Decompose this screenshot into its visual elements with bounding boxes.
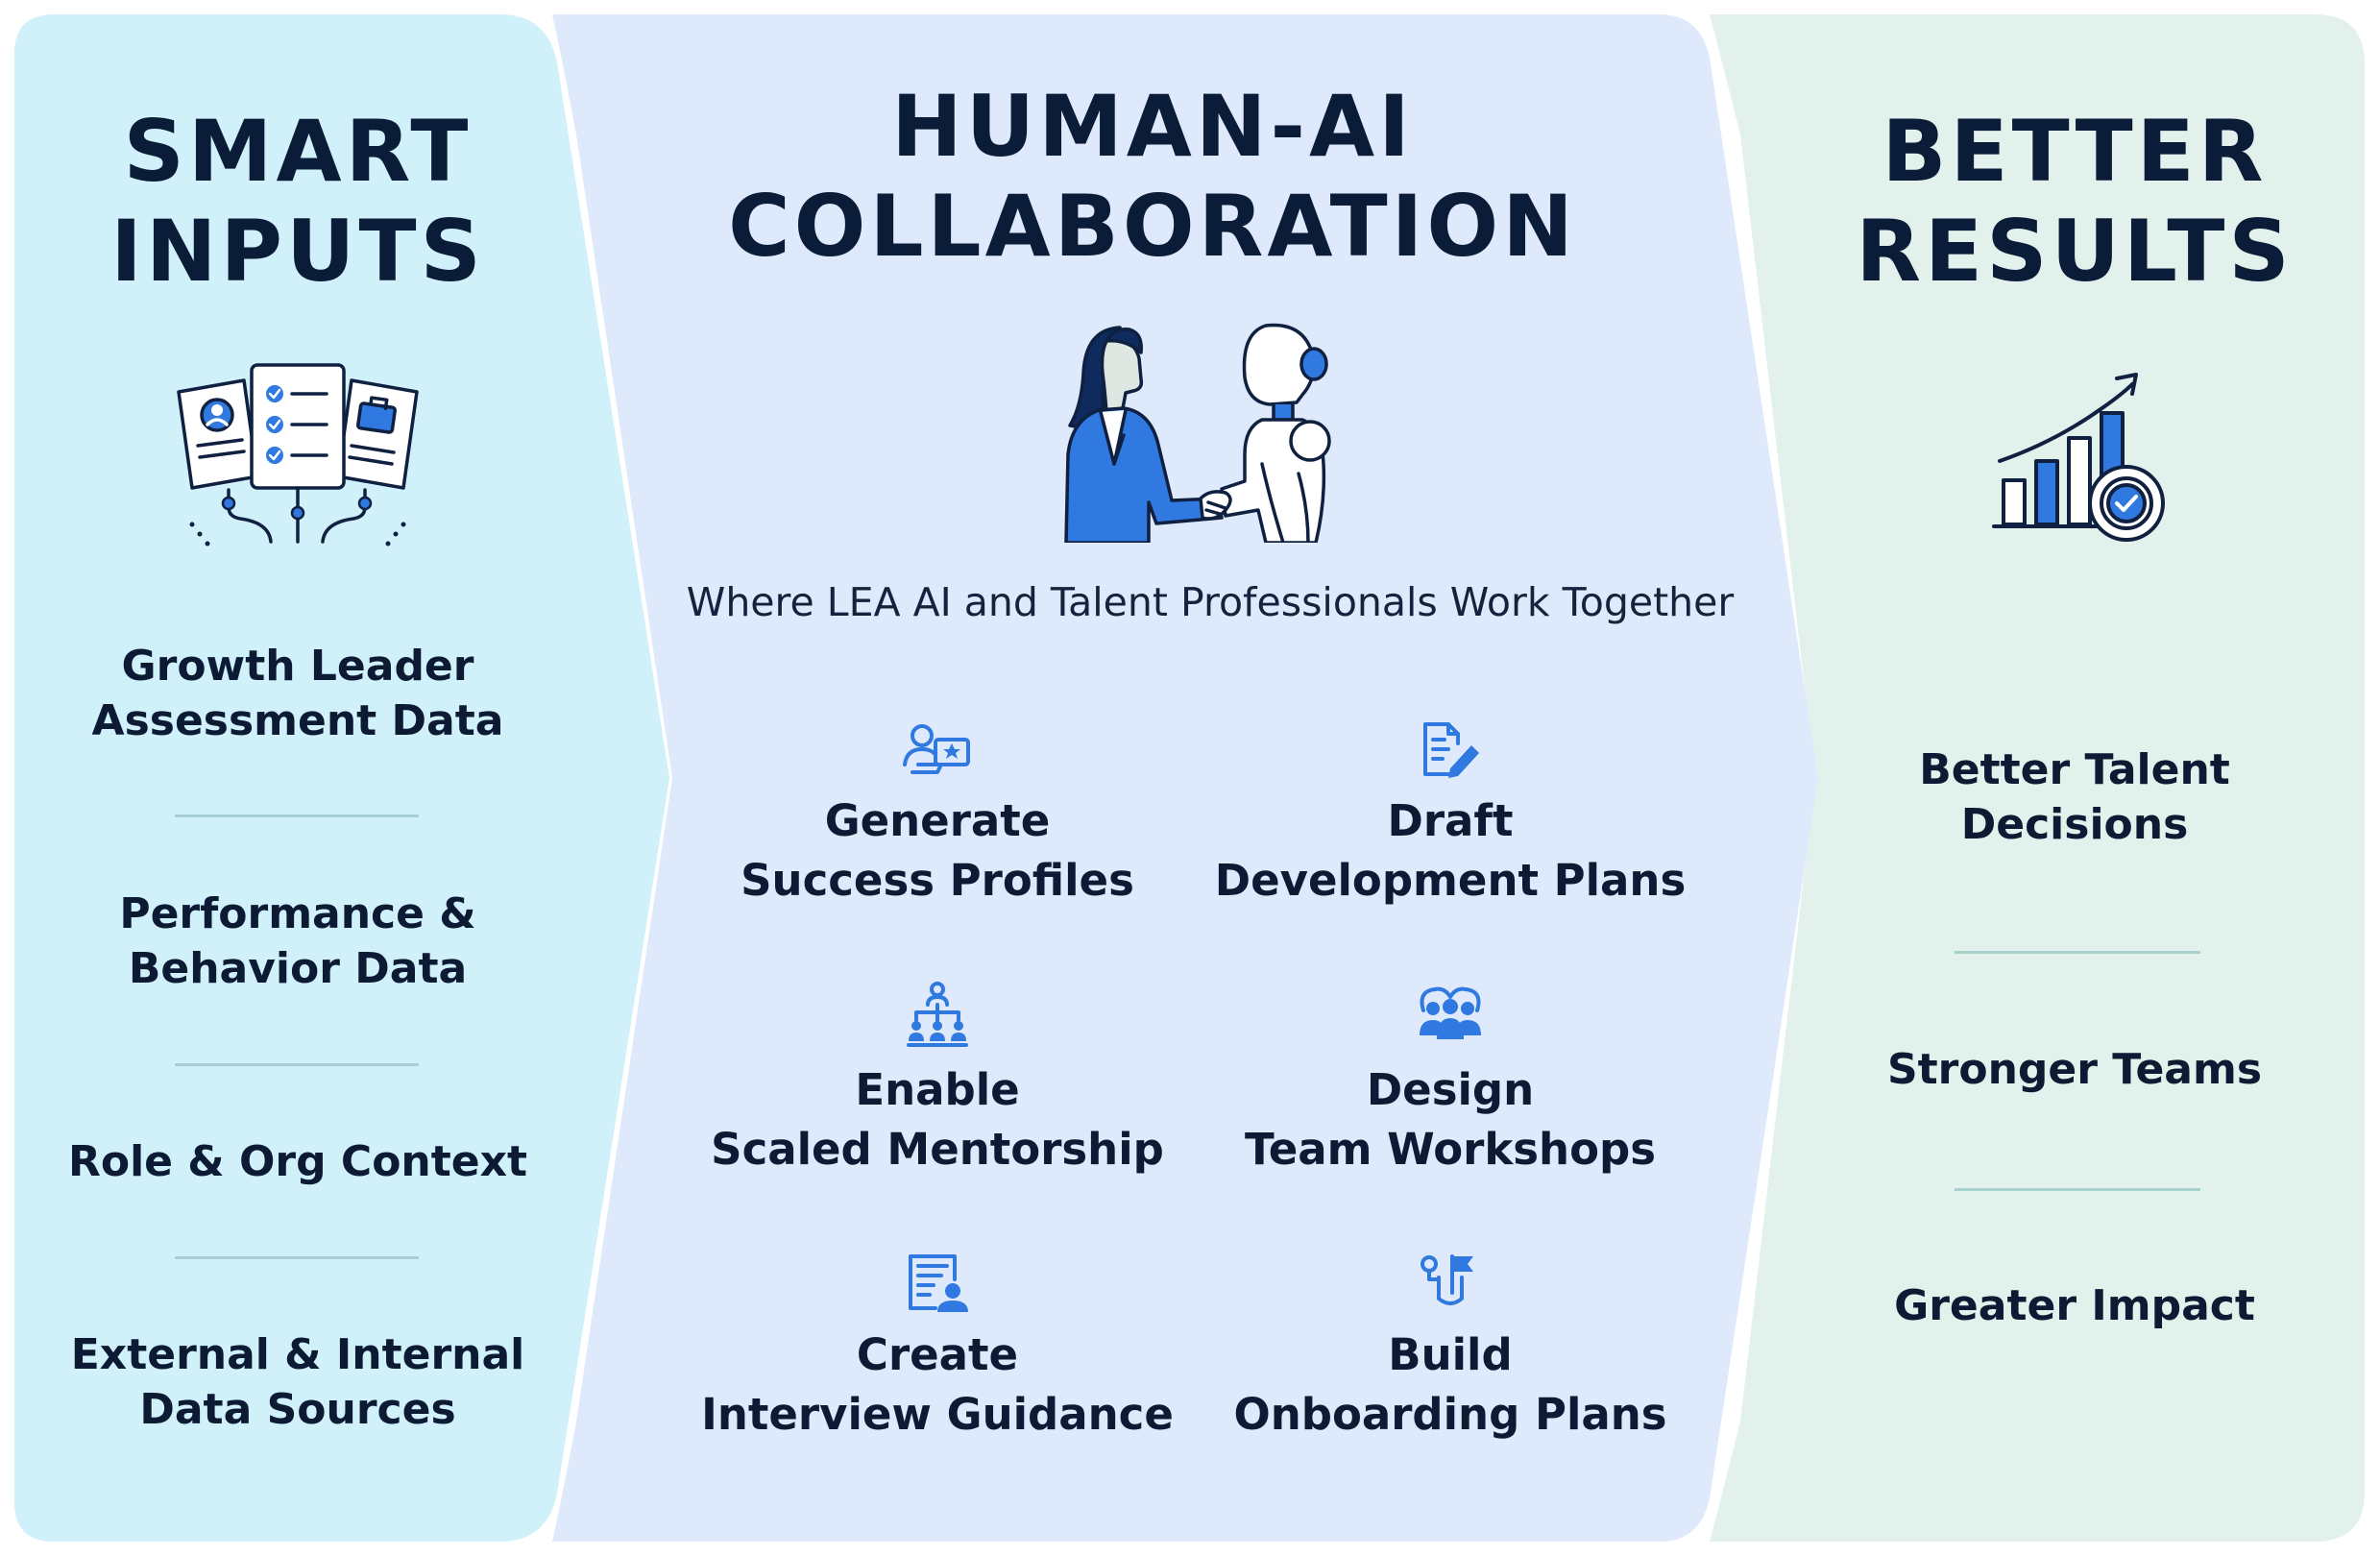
result-item-line1: Better Talent [1919, 745, 2230, 794]
inputs-title-line1: SMART [123, 102, 473, 201]
input-item-line2: Data Sources [139, 1385, 456, 1434]
team-group-icon [1420, 986, 1481, 1039]
result-item-stronger-teams: Stronger Teams [1854, 1042, 2295, 1097]
collab-title-line2: COLLABORATION [728, 177, 1577, 276]
inputs-divider [175, 814, 419, 817]
action-enable-scaled-mentorship: Enable Scaled Mentorship [668, 982, 1206, 1179]
action-line1: Enable [855, 1064, 1020, 1115]
results-divider [1955, 951, 2200, 954]
results-panel [1710, 14, 2365, 1542]
growth-chart-check-badge-icon [1992, 373, 2165, 542]
input-item-line2: Assessment Data [91, 696, 504, 745]
input-item-line1: Performance & [119, 889, 476, 938]
action-line2: Interview Guidance [701, 1389, 1174, 1440]
action-line2: Team Workshops [1245, 1124, 1656, 1175]
results-title-line1: BETTER [1882, 102, 2268, 201]
results-title-line2: RESULTS [1856, 202, 2294, 301]
inputs-divider [175, 1063, 419, 1066]
input-item-data-sources: External & Internal Data Sources [58, 1327, 538, 1437]
input-item-line2: Behavior Data [128, 944, 468, 993]
action-line2: Development Plans [1214, 855, 1687, 906]
mentorship-hierarchy-icon [907, 982, 968, 1047]
action-line1: Draft [1387, 795, 1514, 846]
action-line1: Create [856, 1329, 1019, 1380]
action-draft-development-plans: Draft Development Plans [1181, 718, 1719, 911]
result-item-talent-decisions: Better Talent Decisions [1854, 742, 2295, 852]
action-generate-success-profiles: Generate Success Profiles [668, 718, 1206, 911]
inputs-divider [175, 1256, 419, 1259]
result-item-line1: Stronger Teams [1886, 1045, 2263, 1094]
documents-with-checklist-icon [177, 363, 419, 547]
inputs-title: SMART INPUTS [77, 102, 519, 302]
collab-title: HUMAN-AI COLLABORATION [672, 77, 1633, 277]
input-item-line1: Role & Org Context [67, 1137, 528, 1186]
action-line2: Success Profiles [741, 855, 1134, 906]
action-line1: Design [1366, 1064, 1535, 1115]
action-line1: Build [1388, 1329, 1513, 1380]
action-line2: Onboarding Plans [1233, 1389, 1667, 1440]
action-build-onboarding-plans: Build Onboarding Plans [1181, 1251, 1719, 1445]
action-create-interview-guidance: Create Interview Guidance [668, 1251, 1206, 1445]
results-divider [1955, 1188, 2200, 1191]
interview-document-person-icon [909, 1254, 968, 1312]
result-item-line2: Decisions [1960, 800, 2189, 849]
woman-robot-handshake-icon [1064, 323, 1331, 543]
action-line1: Generate [824, 795, 1051, 846]
collab-panel [552, 14, 1818, 1542]
input-item-role-org: Role & Org Context [58, 1134, 538, 1189]
profile-star-icon [903, 724, 970, 774]
results-title: BETTER RESULTS [1854, 102, 2295, 302]
inputs-title-line2: INPUTS [110, 202, 485, 301]
input-item-line1: External & Internal [70, 1330, 525, 1379]
collab-subtitle: Where LEA AI and Talent Professionals Wo… [686, 579, 1735, 625]
action-line2: Scaled Mentorship [711, 1124, 1164, 1175]
input-item-line1: Growth Leader [121, 642, 474, 691]
input-item-performance: Performance & Behavior Data [58, 887, 538, 996]
collab-title-line1: HUMAN-AI [891, 77, 1414, 176]
onboarding-flag-shield-icon [1421, 1254, 1473, 1305]
result-item-greater-impact: Greater Impact [1854, 1278, 2295, 1333]
document-pen-icon [1423, 722, 1479, 778]
action-design-team-workshops: Design Team Workshops [1181, 982, 1719, 1179]
input-item-growth-leader: Growth Leader Assessment Data [58, 639, 538, 748]
result-item-line1: Greater Impact [1894, 1281, 2255, 1330]
